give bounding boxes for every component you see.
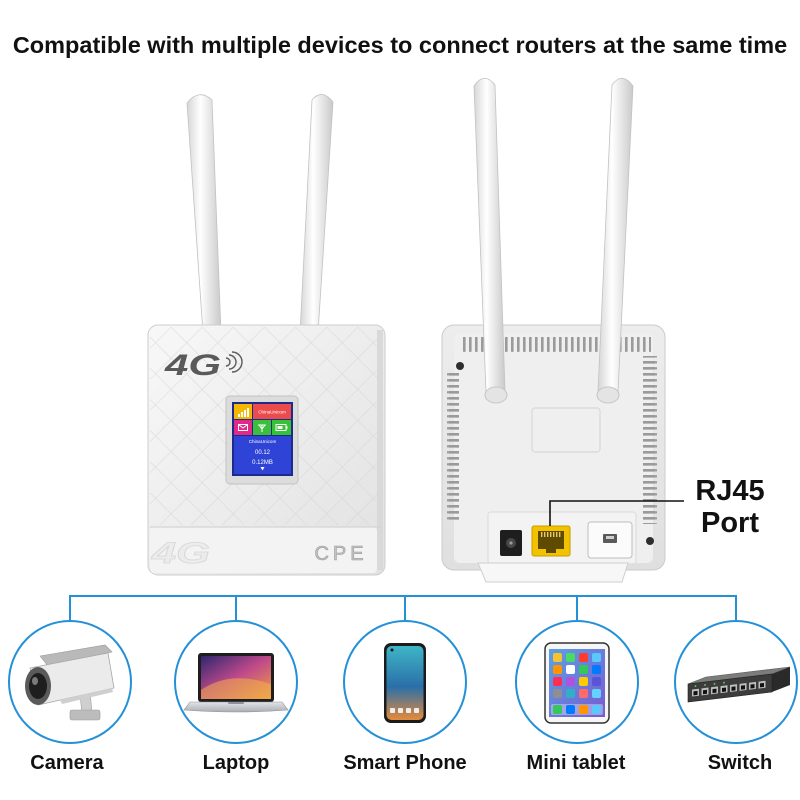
power-jack bbox=[500, 530, 522, 556]
device-label: Mini tablet bbox=[527, 752, 626, 774]
network-switch-icon bbox=[687, 666, 791, 703]
laptop-icon bbox=[183, 653, 289, 713]
front-antenna-left bbox=[186, 94, 222, 334]
device-laptop: Laptop bbox=[174, 620, 298, 774]
antenna-icon bbox=[258, 424, 266, 432]
screw-top-left bbox=[456, 362, 464, 370]
router-stand bbox=[477, 562, 629, 583]
wifi-signal-icon bbox=[225, 351, 243, 373]
carrier-tile-text: ChinaUnicom bbox=[258, 410, 286, 415]
front-antenna-right bbox=[299, 94, 334, 334]
carrier-tile bbox=[253, 404, 291, 419]
usb-port bbox=[587, 521, 633, 559]
app-icons bbox=[551, 653, 603, 715]
left-vents bbox=[447, 372, 459, 522]
carrier-name: ChinaUnicom bbox=[249, 439, 277, 444]
router-front: 4G ChinaUnicom bbox=[147, 94, 386, 576]
device-label: Laptop bbox=[203, 752, 270, 774]
model-label: CPE bbox=[314, 543, 367, 565]
battery-icon bbox=[275, 424, 288, 431]
signal-bars-icon bbox=[238, 408, 249, 417]
back-antenna-right-hinge bbox=[596, 386, 620, 404]
device-tablet: Mini tablet bbox=[515, 620, 639, 774]
device-label: Smart Phone bbox=[343, 752, 466, 774]
rj45-leader-line bbox=[549, 500, 684, 526]
device-switch: Switch bbox=[674, 620, 798, 774]
page-title: Compatible with multiple devices to conn… bbox=[13, 32, 787, 58]
connection-time: 00.12 bbox=[255, 450, 271, 456]
device-label: Switch bbox=[708, 752, 772, 774]
front-4g-logo: 4G bbox=[164, 349, 221, 382]
right-vents bbox=[643, 356, 657, 524]
cctv-camera-icon bbox=[25, 644, 115, 721]
message-icon bbox=[238, 424, 248, 431]
tablet-icon bbox=[544, 642, 610, 724]
device-camera: Camera bbox=[8, 620, 132, 774]
back-antenna-left-hinge bbox=[484, 386, 508, 404]
data-usage: 0.12MB bbox=[252, 460, 273, 466]
device-smartphone: Smart Phone bbox=[343, 620, 467, 774]
front-bottom-band bbox=[150, 527, 377, 573]
label-recess bbox=[531, 407, 601, 453]
device-label: Camera bbox=[30, 752, 104, 774]
smartphone-icon bbox=[384, 643, 426, 723]
connection-tree bbox=[69, 595, 737, 621]
rj45-port bbox=[531, 525, 571, 557]
screw-bottom-right bbox=[646, 537, 654, 545]
band-4g-logo: 4G bbox=[151, 537, 210, 570]
rj45-callout-line1: RJ45 bbox=[695, 475, 764, 507]
router-back: RJ45 Port bbox=[441, 77, 765, 583]
down-arrow-icon bbox=[260, 467, 265, 471]
rj45-callout-line2: Port bbox=[701, 507, 759, 539]
front-right-edge bbox=[377, 330, 383, 570]
lcd-screen: ChinaUnicom ChinaUnicom 00.12 0.12MB bbox=[225, 395, 299, 485]
